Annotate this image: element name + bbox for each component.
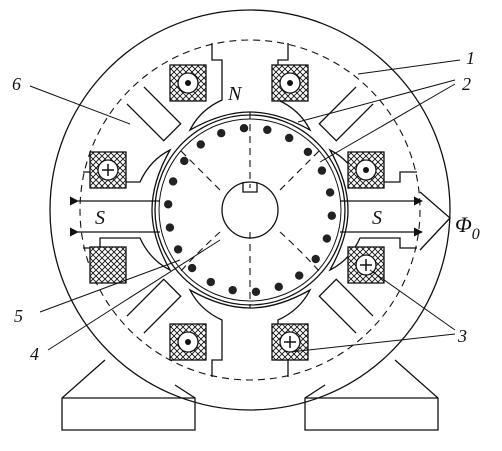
machine-feet	[61, 359, 439, 431]
armature-conductors	[164, 124, 336, 296]
interpole	[318, 278, 374, 334]
label-4: 4	[30, 344, 39, 364]
field-coils	[89, 64, 385, 361]
armature-conductor	[165, 223, 175, 232]
armature-conductor	[263, 125, 272, 135]
current-out-icon	[177, 72, 199, 94]
armature-conductor	[317, 166, 327, 175]
field-coil	[271, 64, 309, 102]
armature-conductor	[295, 271, 304, 280]
armature-conductor	[239, 124, 249, 133]
flux-arrows	[69, 196, 423, 237]
field-coil	[347, 246, 385, 284]
leader-lines	[29, 59, 461, 353]
current-out-icon	[355, 159, 377, 181]
armature-conductor	[327, 211, 336, 220]
current-in-icon	[355, 254, 377, 276]
armature-conductor	[217, 129, 226, 138]
armature-conductor	[164, 200, 173, 209]
label-north-pole: N	[227, 83, 243, 105]
interpole	[126, 86, 182, 142]
field-coil	[169, 64, 207, 102]
flux-bracket	[419, 191, 451, 251]
label-1: 1	[466, 48, 475, 68]
armature-conductor	[303, 147, 313, 157]
main-pole	[83, 148, 172, 272]
armature-conductor	[251, 287, 261, 296]
field-coil	[347, 151, 385, 189]
flux-symbol: Φ	[455, 212, 472, 237]
current-in-icon	[279, 331, 301, 353]
shaft	[221, 181, 279, 239]
armature-conductor	[196, 140, 205, 149]
flux-path-outer	[79, 39, 421, 381]
interpoles	[126, 86, 374, 334]
current-out-icon	[279, 72, 301, 94]
armature-conductor	[187, 263, 197, 273]
yoke-outer	[49, 9, 451, 411]
label-6: 6	[12, 74, 21, 94]
label-flux: Φ0	[455, 212, 480, 243]
current-in-icon	[97, 159, 119, 181]
field-coil	[89, 246, 127, 284]
armature-conductor	[284, 133, 294, 143]
label-2: 2	[462, 74, 471, 94]
interpole	[126, 278, 182, 334]
armature-conductor	[311, 254, 320, 264]
field-coil	[89, 151, 127, 189]
label-3: 3	[457, 326, 467, 346]
current-out-icon	[177, 331, 199, 353]
field-coil	[271, 323, 309, 361]
armature-conductor	[168, 177, 178, 186]
armature-conductor	[173, 245, 183, 254]
armature-conductor	[274, 282, 283, 291]
interpole	[318, 86, 374, 142]
label-south-pole-right: S	[372, 207, 382, 229]
field-coil	[169, 323, 207, 361]
armature-conductor	[228, 285, 237, 295]
armature-conductor	[180, 156, 189, 166]
armature-conductor	[322, 234, 332, 243]
armature-conductor	[325, 188, 335, 197]
label-5: 5	[14, 306, 23, 326]
armature-conductor	[206, 277, 216, 287]
label-south-pole-left: S	[95, 207, 105, 229]
flux-subscript: 0	[472, 226, 480, 243]
armature-outer	[154, 114, 346, 306]
armature-flux-lines	[179, 112, 321, 308]
